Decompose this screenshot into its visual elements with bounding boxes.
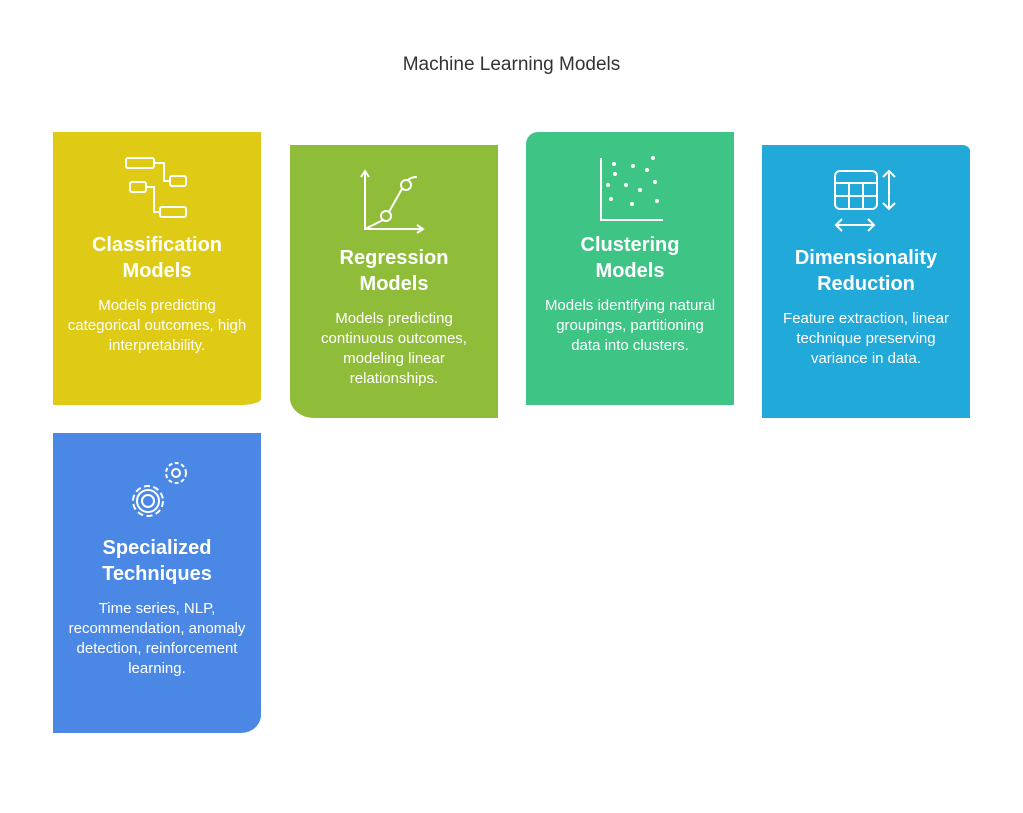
card-title: Specialized bbox=[102, 537, 212, 559]
card-title: Models bbox=[122, 260, 192, 282]
table-resize-icon bbox=[834, 169, 896, 232]
card-title: Regression bbox=[339, 247, 449, 269]
card-title: Dimensionality bbox=[794, 247, 938, 269]
card-title: Clustering bbox=[580, 234, 680, 256]
hierarchy-icon bbox=[125, 157, 187, 218]
card-description: Models identifying natural groupings, pa… bbox=[544, 297, 716, 354]
card-description: Feature extraction, linear technique pre… bbox=[783, 310, 949, 367]
gears-icon bbox=[132, 462, 187, 517]
card-title: Models bbox=[595, 260, 665, 282]
scatter-plot-icon bbox=[600, 156, 663, 221]
card-title: Techniques bbox=[102, 563, 212, 585]
card-description: Time series, NLP, recommendation, anomal… bbox=[68, 600, 246, 677]
card-title: Reduction bbox=[817, 273, 915, 295]
line-graph-icon bbox=[360, 169, 425, 234]
card-description: Models predicting continuous outcomes, m… bbox=[321, 310, 467, 387]
card-title: Classification bbox=[91, 234, 223, 256]
card-title: Models bbox=[359, 273, 429, 295]
diagram-title: Machine Learning Models bbox=[402, 54, 621, 75]
card-description: Models predicting categorical outcomes, … bbox=[67, 297, 247, 354]
